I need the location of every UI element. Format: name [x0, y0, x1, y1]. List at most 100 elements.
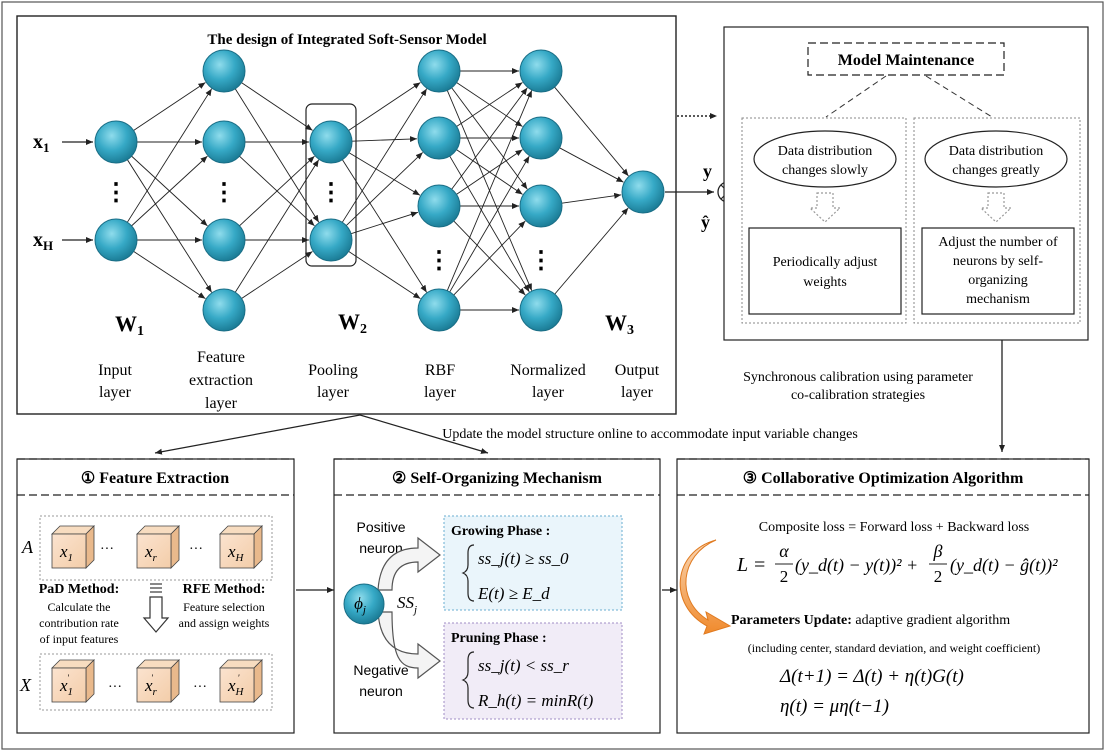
svg-text:Calculate the: Calculate the — [48, 600, 111, 614]
nn-edge — [449, 155, 530, 293]
nn-edge — [234, 159, 320, 293]
nn-edge — [341, 88, 428, 223]
weight-w2: W2 — [338, 309, 367, 337]
svg-text:changes greatly: changes greatly — [952, 163, 1039, 178]
neuron-node — [519, 116, 563, 160]
svg-text:of input features: of input features — [40, 632, 119, 646]
svg-text:mechanism: mechanism — [966, 292, 1030, 307]
growing-phase-box — [443, 515, 623, 611]
fe-ellipsis-a2: ··· — [189, 542, 203, 557]
neuron-node — [202, 218, 246, 262]
nn-edge — [126, 88, 213, 223]
layer-input-l1: Input — [98, 362, 132, 379]
update-arrow-right — [359, 414, 489, 454]
sync-text-1: Synchronous calibration using parameter — [743, 370, 973, 385]
svg-text:Periodically adjust: Periodically adjust — [773, 255, 878, 270]
maintenance-title-box — [807, 42, 1005, 76]
nn-edge — [456, 149, 523, 195]
layer-output-l1: Output — [615, 362, 660, 379]
layer-input-l2: layer — [99, 384, 132, 401]
svg-text:xr: xr — [144, 542, 158, 564]
nn-edge — [451, 87, 528, 190]
nn-edge — [234, 88, 320, 223]
normalized-dots: ⋮ — [529, 248, 553, 274]
hollow-down-arrow-icon — [808, 192, 842, 223]
maintenance-left-group — [741, 117, 907, 324]
nn-edge — [131, 155, 208, 227]
nn-edge — [345, 152, 424, 226]
input-xh-label: xH — [33, 229, 53, 253]
fe-ellipsis-a1: ··· — [100, 542, 114, 557]
fe-row-a-box — [39, 515, 273, 581]
svg-text:neurons by self-: neurons by self- — [953, 254, 1044, 269]
growing-curved-arrow-icon — [377, 536, 441, 591]
neuron-node — [309, 218, 353, 262]
beta: β — [933, 541, 943, 561]
nn-edge — [126, 159, 213, 293]
nn-edge — [241, 251, 313, 299]
prune-eq2: R_h(t) = minR(t) — [477, 691, 594, 710]
eq-delta: Δ(t+1) = Δ(t) + η(t)G(t) — [779, 666, 964, 687]
neuron-node — [202, 49, 246, 93]
fe-row-x-box — [39, 653, 273, 711]
grow-eq1: ss_j(t) ≥ ss_0 — [478, 549, 569, 568]
loss-text: Composite loss = Forward loss + Backward… — [759, 520, 1030, 535]
update-arrow-left — [154, 414, 361, 455]
prune-eq1: ss_j(t) < ss_r — [478, 656, 569, 675]
input-x1-label: x1 — [33, 131, 50, 155]
rbf-dots: ⋮ — [427, 248, 451, 274]
som-title: ② Self-Organizing Mechanism — [392, 470, 603, 487]
hollow-down-arrow-icon — [979, 192, 1013, 223]
neuron-node — [417, 288, 461, 332]
nn-edge — [351, 136, 418, 143]
neuron-node — [417, 184, 461, 228]
neuron-node — [94, 218, 138, 262]
feature-cube-x-2: xH' — [219, 659, 263, 703]
svg-text:Data distribution: Data distribution — [949, 144, 1044, 159]
feature-cube-x-0: x1' — [51, 659, 95, 703]
layer-rbf-l1: RBF — [425, 362, 455, 379]
neuron-node — [519, 49, 563, 93]
layer-feature-l1: Feature — [197, 349, 245, 366]
neuron-node — [202, 120, 246, 164]
layer-feature-l3: layer — [205, 395, 238, 412]
layer-feature-l2: extraction — [189, 372, 253, 389]
params-note: (including center, standard deviation, a… — [748, 641, 1041, 655]
eq-eta: η(t) = μη(t−1) — [780, 696, 889, 717]
svg-text:neuron: neuron — [359, 683, 403, 699]
svg-text:and assign weights: and assign weights — [179, 616, 270, 630]
nn-edges — [126, 68, 629, 313]
layer-pooling-l1: Pooling — [308, 362, 358, 379]
feature-cube-a-1: xr — [136, 525, 180, 569]
sync-text-2: co-calibration strategies — [791, 388, 925, 403]
svg-text:weights: weights — [803, 275, 847, 290]
nn-edge — [446, 90, 533, 291]
svg-text:xr': xr' — [144, 673, 158, 698]
svg-text:x1: x1 — [59, 542, 73, 564]
layer-pooling-l2: layer — [317, 384, 350, 401]
loss-term1: (y_d(t) − y(t))² + — [795, 555, 918, 576]
svg-text:Positive: Positive — [356, 519, 405, 535]
params-update: Parameters Update: adaptive gradient alg… — [731, 613, 1010, 628]
svg-text:2: 2 — [934, 567, 943, 586]
weight-w3: W3 — [605, 310, 634, 338]
alpha: α — [779, 541, 789, 561]
neuron-node — [94, 120, 138, 164]
fe-ellipsis-x2: ··· — [193, 680, 207, 695]
fe-ellipsis-x1: ··· — [108, 680, 122, 695]
nn-edge — [341, 159, 428, 293]
update-curve-arrow-icon — [679, 539, 732, 635]
svg-text:2: 2 — [780, 567, 789, 586]
neuron-node — [417, 116, 461, 160]
svg-text:Data distribution: Data distribution — [778, 144, 873, 159]
svg-text:organizing: organizing — [968, 273, 1028, 288]
condition-great-ellipse — [924, 130, 1068, 188]
nn-edge — [239, 155, 315, 227]
neuron-node — [621, 170, 665, 214]
neuron-phi-icon — [343, 583, 385, 625]
layer-normalized-l2: layer — [532, 384, 565, 401]
nn-edge — [554, 207, 629, 295]
hollow-down-arrow-icon — [142, 583, 170, 633]
